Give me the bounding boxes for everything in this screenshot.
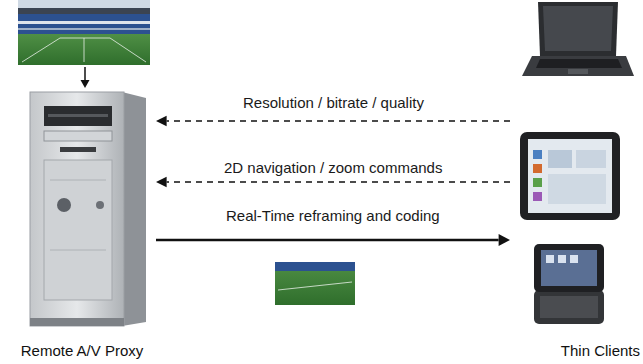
drive-bay (44, 106, 112, 126)
pitch-lines (22, 38, 146, 62)
phone-icon (570, 255, 578, 263)
arrow-head (156, 177, 167, 188)
app-icon (533, 150, 542, 159)
arrow-head (81, 80, 90, 88)
app-panel (576, 150, 606, 168)
tower-side (122, 92, 146, 326)
laptop-screen (543, 6, 613, 51)
arrow-line (156, 239, 499, 241)
tower-front (30, 92, 124, 326)
tablet-screen (528, 139, 612, 213)
video-frame (275, 262, 355, 305)
stands (18, 14, 150, 34)
front-grille (44, 160, 112, 300)
arrow-head (499, 234, 510, 246)
tablet (520, 132, 620, 220)
edge-label-box: Real-Time reframing and coding (226, 207, 440, 225)
laptop-keyboard (536, 59, 622, 68)
arrow-line (167, 181, 510, 183)
phone-icon (558, 255, 566, 263)
edge-label-box: 2D navigation / zoom commands (224, 159, 442, 177)
hp-logo (57, 198, 71, 212)
edge-label: Resolution / bitrate / quality (243, 94, 424, 112)
stand-tier (18, 21, 150, 24)
node-label: Remote A/V Proxy (21, 342, 144, 360)
frame-line (278, 282, 352, 290)
app-icon (533, 164, 542, 173)
arrow-shaft (84, 67, 86, 81)
edge-label-box: Resolution / bitrate / quality (243, 94, 424, 112)
phone-keyboard (534, 290, 604, 324)
laptop (522, 2, 634, 76)
phone-screen (541, 250, 597, 286)
drive-tray (48, 114, 108, 117)
edge-label: Real-Time reframing and coding (226, 207, 440, 225)
touchpad (568, 69, 588, 74)
clients-node: Thin Clients (510, 0, 640, 360)
laptop-lid (538, 2, 618, 56)
phone (534, 244, 604, 324)
phone-keys (540, 296, 598, 318)
stadium-photo (18, 0, 150, 65)
power-button (96, 201, 104, 209)
phone-icon (546, 255, 554, 263)
stand-tier (18, 28, 150, 30)
app-panel (548, 174, 606, 204)
arrow-head (156, 116, 167, 127)
drive-bay (44, 131, 112, 141)
flow-arrow (156, 177, 510, 188)
frame-pitch (275, 262, 355, 305)
flow-arrow (156, 234, 510, 246)
proxy-node: Remote A/V Proxy (8, 84, 156, 360)
flow-arrow (156, 116, 510, 127)
laptop-base (522, 56, 634, 76)
edge-label: 2D navigation / zoom commands (224, 159, 442, 177)
grille-slot (50, 180, 106, 181)
arrow-line (167, 120, 510, 122)
floppy-slot (60, 147, 96, 152)
phone-body (534, 244, 604, 292)
feed-arrow (81, 67, 90, 88)
app-icon (533, 178, 542, 187)
frame-stands (275, 262, 355, 271)
tablet-body (520, 132, 620, 220)
app-icon (533, 192, 542, 201)
pitch (18, 34, 150, 65)
app-panel (548, 150, 572, 168)
stand-roof (18, 8, 150, 14)
pc-tower (30, 92, 146, 326)
grille-slot (50, 250, 106, 251)
tower-base (30, 318, 124, 326)
node-label: Thin Clients (561, 342, 640, 360)
